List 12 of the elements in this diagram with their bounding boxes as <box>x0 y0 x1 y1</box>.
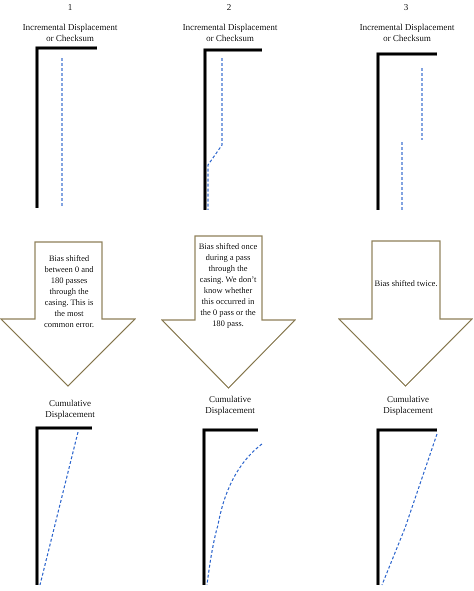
arrow-text: Bias shifted between 0 and 180 passes through the casing. This is the most common error. <box>42 253 96 330</box>
arrow-text: Bias shifted once during a pass through the casing. We don’t know whether this occurred in the 0 pass or the 180 pass. <box>198 241 258 329</box>
plot-title: Incremental Displacement or Checksum <box>358 22 456 44</box>
plot-title: Cumulative Displacement <box>204 394 256 416</box>
plot-title: Incremental Displacement or Checksum <box>182 22 278 44</box>
arrow-text: Bias shifted twice. <box>374 278 438 289</box>
column-number: 2 <box>226 2 232 13</box>
plot-title: Incremental Displacement or Checksum <box>22 22 118 44</box>
plot-title: Cumulative Displacement <box>44 398 96 420</box>
plot-title: Cumulative Displacement <box>382 394 434 416</box>
column-number: 3 <box>402 2 410 13</box>
column-number: 1 <box>66 2 74 13</box>
